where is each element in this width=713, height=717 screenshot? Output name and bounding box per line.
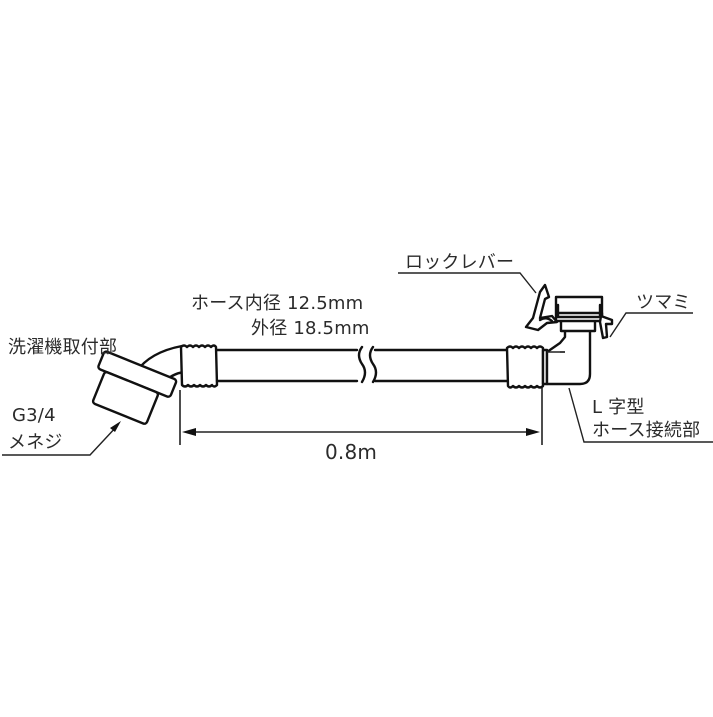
length-dimension	[179, 388, 543, 445]
washer-mount-label: 洗濯機取付部	[8, 337, 118, 358]
hose-body	[215, 345, 510, 384]
lock-lever-label: ロックレバー	[405, 252, 515, 273]
female-thread-label: メネジ	[8, 432, 63, 453]
knob	[598, 314, 614, 340]
washer-mount-fitting	[91, 344, 186, 425]
length-label: 0.8m	[325, 440, 378, 464]
lock-lever	[524, 283, 559, 332]
hose-outer-diameter-label: 外径 18.5mm	[251, 318, 370, 339]
left-crimp-sleeve	[179, 344, 219, 388]
l-joint-connector	[545, 316, 597, 386]
hose-connection-label: ホース接続部	[592, 420, 701, 441]
coupler-head	[554, 295, 604, 323]
leader-lines	[2, 272, 713, 456]
thread-size-label: G3/4	[12, 405, 56, 426]
l-joint-label: L 字型	[592, 397, 645, 418]
knob-label: ツマミ	[636, 292, 691, 313]
hose-inner-diameter-label: ホース内径 12.5mm	[191, 293, 364, 314]
